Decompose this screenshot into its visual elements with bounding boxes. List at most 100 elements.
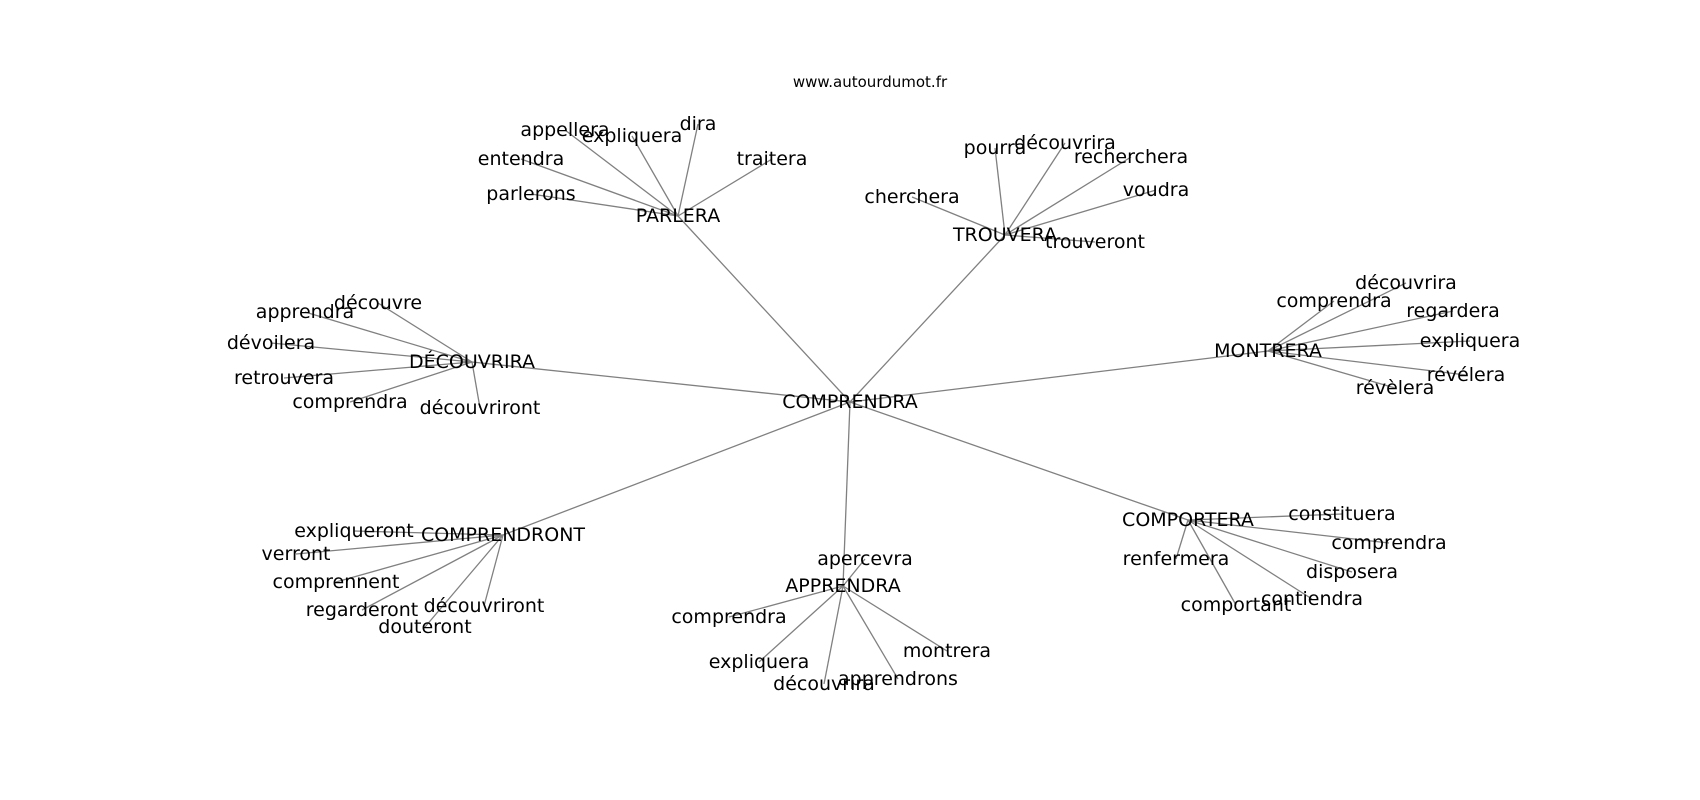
node-comportera-constituera: constituera [1288, 503, 1395, 525]
edge-apprendra-apprendrons [842, 585, 899, 680]
edge-comportera-renfermera [1175, 519, 1189, 560]
edge-montrera-regardera [1267, 310, 1454, 352]
edge-parlera-traitera [677, 158, 773, 217]
node-comprendront-regarderont: regarderont [306, 599, 419, 621]
edge-trouvera-pourra [994, 147, 1006, 236]
node-trouvera-recherchera: recherchera [1074, 146, 1188, 168]
edge-comprendront-comprennent [335, 534, 504, 583]
edge-decouvrira-comprendra [349, 361, 473, 403]
edge-trouvera-recherchera [1004, 156, 1132, 236]
hub-comportera: COMPORTERA [1122, 509, 1254, 531]
node-decouvrira-decouvre: découvre [334, 292, 422, 314]
node-montrera-revelera: révélera [1427, 364, 1505, 386]
edge-decouvrira-devoilera [270, 342, 473, 363]
edges-layer [270, 123, 1471, 685]
edge-parlera-expliquera [631, 135, 679, 217]
hub-trouvera: TROUVERA [952, 224, 1057, 246]
node-parlera-traitera: traitera [737, 148, 808, 170]
node-comprendront-decouvriront: découvriront [424, 595, 545, 617]
edge-root-parlera [677, 215, 851, 403]
edge-comprendront-regarderont [361, 534, 504, 611]
node-trouvera-trouveront: trouveront [1045, 231, 1145, 253]
edge-trouvera-voudra [1004, 189, 1157, 236]
node-parlera-parlerons: parlerons [486, 183, 575, 205]
edge-montrera-revelera [1267, 350, 1396, 389]
edge-trouvera-decouvrira [1004, 142, 1066, 236]
node-decouvrira-retrouvera: retrouvera [234, 367, 334, 389]
node-apprendra-decouvrira: découvrira [773, 673, 875, 695]
labels-layer: www.autourdumot.fr appelleraexpliqueradi… [227, 73, 1520, 695]
node-comprendront-douteront: douteront [378, 616, 471, 638]
hub-parlera: PARLERA [636, 205, 720, 227]
node-apprendra-apercevra: apercevra [817, 548, 913, 570]
edge-parlera-parlerons [530, 193, 679, 217]
edge-root-comprendront [502, 401, 851, 536]
node-apprendra-montrera: montrera [903, 640, 991, 662]
hub-montrera: MONTRERA [1214, 340, 1322, 362]
edge-comprendront-verront [295, 534, 504, 555]
edge-montrera-decouvrira [1267, 282, 1407, 352]
node-comportera-disposera: disposera [1306, 561, 1398, 583]
node-comportera-contiendra: contiendra [1261, 588, 1363, 610]
edge-montrera-expliquera [1267, 340, 1471, 352]
edge-montrera-revelera [1267, 350, 1467, 376]
node-parlera-appellera: appellera [520, 119, 609, 141]
edge-apprendra-apercevra [842, 558, 866, 587]
node-montrera-expliquera: expliquera [1420, 330, 1520, 352]
edge-parlera-dira [677, 123, 699, 217]
edge-decouvrira-apprendra [304, 311, 473, 363]
edge-apprendra-comprendra [728, 585, 844, 618]
edge-root-trouvera [849, 234, 1006, 403]
root-word: COMPRENDRA [782, 391, 918, 413]
edge-comportera-comportant [1187, 519, 1237, 606]
edge-root-decouvrira [471, 361, 851, 403]
edge-montrera-comprendra [1267, 300, 1335, 352]
node-comprendront-expliqueront: expliqueront [294, 520, 414, 542]
node-montrera-decouvrira: découvrira [1355, 272, 1457, 294]
edge-apprendra-expliquera [758, 585, 844, 663]
edge-comprendront-expliqueront [353, 530, 504, 536]
node-comportera-renfermera: renfermera [1123, 548, 1230, 570]
node-trouvera-voudra: voudra [1123, 179, 1189, 201]
edge-root-apprendra [842, 401, 851, 587]
node-montrera-comprendra: comprendra [1276, 290, 1391, 312]
edge-root-comportera [849, 401, 1189, 521]
node-apprendra-apprendrons: apprendrons [838, 668, 958, 690]
node-trouvera-pourra: pourra [964, 137, 1027, 159]
edge-comprendront-douteront [424, 534, 504, 628]
node-montrera-regardera: regardera [1406, 300, 1499, 322]
edge-parlera-entendra [520, 158, 679, 217]
edge-root-montrera [849, 350, 1269, 403]
hub-comprendront: COMPRENDRONT [421, 524, 585, 546]
node-comportera-comprendra: comprendra [1331, 532, 1446, 554]
source-caption: www.autourdumot.fr [793, 73, 948, 91]
node-comportera-comportant: comportant [1181, 594, 1292, 616]
edge-comprendront-decouvriront [483, 534, 504, 607]
node-apprendra-comprendra: comprendra [671, 606, 786, 628]
node-comprendront-comprennent: comprennent [273, 571, 400, 593]
node-decouvrira-apprendra: apprendra [256, 301, 354, 323]
edge-apprendra-decouvrira [823, 585, 844, 685]
edge-decouvrira-retrouvera [283, 361, 473, 379]
node-montrera-revelera: révèlera [1356, 377, 1434, 399]
node-parlera-expliquera: expliquera [582, 125, 682, 147]
edge-trouvera-cherchera [911, 196, 1006, 236]
edge-apprendra-montrera [842, 585, 948, 652]
edge-comportera-disposera [1187, 519, 1353, 573]
node-decouvrira-devoilera: dévoilera [227, 332, 315, 354]
node-decouvrira-comprendra: comprendra [292, 391, 407, 413]
edge-decouvrira-decouvriront [471, 361, 481, 409]
node-trouvera-cherchera: cherchera [864, 186, 959, 208]
hub-apprendra: APPRENDRA [785, 575, 900, 597]
edge-comportera-contiendra [1187, 519, 1313, 600]
edge-comportera-constituera [1187, 513, 1343, 521]
edge-trouvera-trouveront [1004, 234, 1096, 243]
node-apprendra-expliquera: expliquera [709, 651, 809, 673]
node-comprendront-verront: verront [262, 543, 331, 565]
edge-decouvrira-decouvre [377, 302, 473, 363]
edge-comportera-comprendra [1187, 519, 1390, 544]
node-decouvrira-decouvriront: découvriront [420, 397, 541, 419]
node-parlera-dira: dira [680, 113, 717, 135]
node-parlera-entendra: entendra [478, 148, 564, 170]
